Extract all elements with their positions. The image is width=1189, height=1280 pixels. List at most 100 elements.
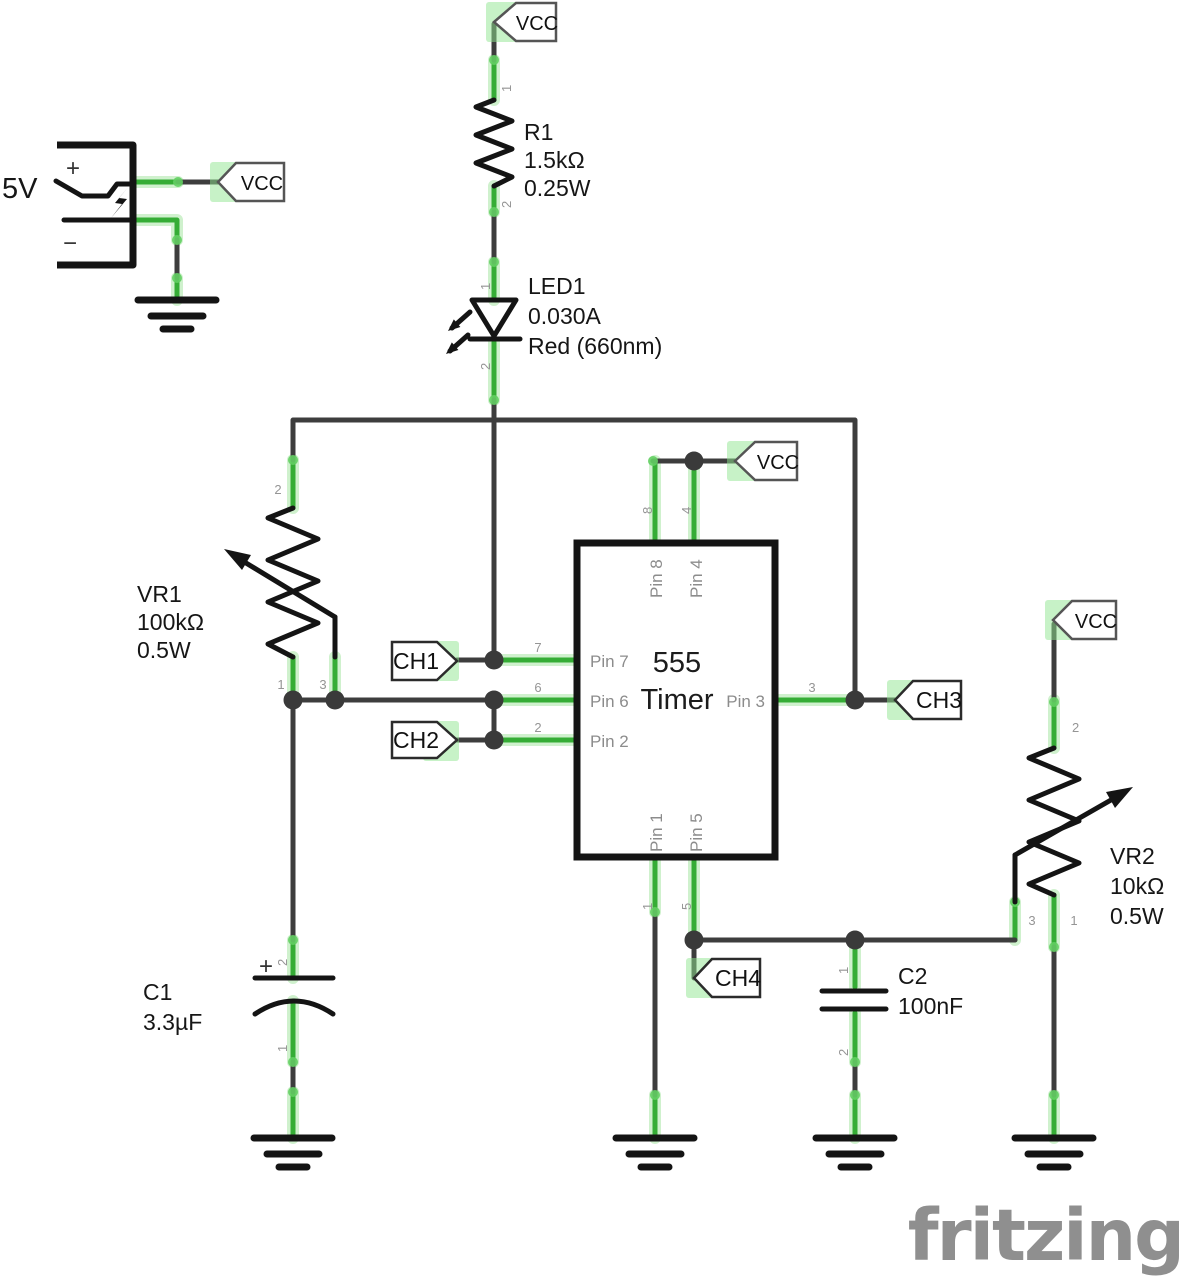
vr2-power: 0.5W <box>1110 903 1164 929</box>
vr2-pin3-number: 3 <box>1028 913 1035 928</box>
ground-symbol-c1[interactable] <box>250 1134 336 1171</box>
ic-pin1-label: Pin 1 <box>647 813 666 852</box>
power-source-frame <box>57 141 137 269</box>
r1-pin1-number: 1 <box>499 85 514 92</box>
vr1-power: 0.5W <box>137 637 191 663</box>
c1-designator: C1 <box>143 979 172 1005</box>
power-source-5v[interactable]: + − 5V <box>2 141 137 269</box>
r1-power: 0.25W <box>524 175 591 201</box>
vcc-flag-label: VCC <box>1075 611 1117 633</box>
ic-pin5-label: Pin 5 <box>687 813 706 852</box>
ic-stub5-number: 5 <box>679 903 694 910</box>
vcc-flag-battery[interactable]: VCC <box>210 161 286 203</box>
capacitor-c1[interactable]: + C1 3.3µF 2 1 <box>143 953 336 1052</box>
vr1-resistance: 100kΩ <box>137 609 204 635</box>
vr2-pin2-number: 2 <box>1072 720 1079 735</box>
vr1-pin3-number: 3 <box>319 677 326 692</box>
ic-pin4-label: Pin 4 <box>687 559 706 598</box>
led1-current: 0.030A <box>528 303 602 329</box>
ch3-flag-label: CH3 <box>916 687 962 713</box>
ic-pin6-label: Pin 6 <box>590 692 629 711</box>
ch4-flag-shape <box>692 957 762 999</box>
ic-stub8-number: 8 <box>640 507 655 514</box>
vcc-flag-shape <box>733 440 799 482</box>
vr1-zigzag <box>265 505 321 660</box>
led-arrow1-head <box>448 319 461 331</box>
power-plus-sign: + <box>66 155 80 182</box>
ground-symbol-c2[interactable] <box>812 1134 898 1171</box>
ic-pin7-label: Pin 7 <box>590 652 629 671</box>
vr2-resistance: 10kΩ <box>1110 873 1164 899</box>
ch4-flag[interactable]: CH4 <box>686 957 762 999</box>
vcc-flag-label: VCC <box>757 452 799 474</box>
vcc-flag-ic[interactable]: VCC <box>727 440 799 482</box>
vr1-designator: VR1 <box>137 581 182 607</box>
ch3-flag-shape <box>893 679 963 721</box>
vr2-wiper-line <box>1012 797 1114 858</box>
c1-pin2-number: 2 <box>275 959 290 966</box>
ch2-flag-label: CH2 <box>393 727 439 753</box>
resistor-r1[interactable]: R1 1.5kΩ 0.25W 1 2 <box>473 85 591 208</box>
ic-stub4-number: 4 <box>679 507 694 514</box>
vcc-flag-top[interactable]: VCC <box>486 1 558 43</box>
c1-curved-plate <box>252 998 336 1017</box>
ic-stub1-number: 1 <box>640 903 655 910</box>
power-minus-sign: − <box>63 230 77 257</box>
power-source-switch-arm <box>53 178 136 199</box>
capacitor-c2[interactable]: C2 100nF 1 2 <box>819 963 963 1056</box>
ground-symbol-vr2[interactable] <box>1011 1134 1097 1171</box>
power-source-label: 5V <box>2 173 38 205</box>
ch1-flag[interactable]: CH1 <box>390 640 459 682</box>
ic-body <box>573 539 779 861</box>
led-arrow2-head <box>446 342 459 354</box>
led1-designator: LED1 <box>528 273 586 299</box>
c2-capacitance: 100nF <box>898 993 963 1019</box>
r1-resistance: 1.5kΩ <box>524 147 585 173</box>
ic-stub7-number: 7 <box>534 640 541 655</box>
ic-title-line1: 555 <box>653 647 701 679</box>
ch2-flag[interactable]: CH2 <box>390 720 459 761</box>
c1-capacitance: 3.3µF <box>143 1009 202 1035</box>
vr2-pin1-number: 1 <box>1070 913 1077 928</box>
led-triangle <box>469 297 519 339</box>
potentiometer-vr1[interactable]: VR1 100kΩ 0.5W 2 1 3 <box>137 482 338 692</box>
net-wires[interactable] <box>133 57 1057 1141</box>
vcc-flag-vr2[interactable]: VCC <box>1045 599 1118 641</box>
fritzing-watermark: fritzing <box>908 1194 1183 1277</box>
led-led1[interactable]: LED1 0.030A Red (660nm) 1 2 <box>446 273 662 370</box>
ic-stub2-number: 2 <box>534 720 541 735</box>
lightning-bolt-icon <box>111 186 129 218</box>
vcc-flag-shape <box>492 1 558 43</box>
vr1-wiper-line <box>243 560 338 620</box>
vcc-flag-label: VCC <box>241 173 283 195</box>
ic-pin8-label: Pin 8 <box>647 559 666 598</box>
ic-stub6-number: 6 <box>534 680 541 695</box>
ground-symbol-ic[interactable] <box>612 1134 698 1171</box>
wire-junctions <box>283 451 865 950</box>
potentiometer-vr2[interactable]: VR2 10kΩ 0.5W 2 3 1 <box>1012 720 1164 929</box>
vcc-flag-label: VCC <box>516 13 558 35</box>
ch3-flag[interactable]: CH3 <box>887 679 963 721</box>
vr1-wiper-arrowhead <box>224 549 251 570</box>
ch2-flag-shape <box>390 720 459 760</box>
c2-pin2-number: 2 <box>836 1049 851 1056</box>
led1-pin1-number: 1 <box>478 283 493 290</box>
r1-pin2-number: 2 <box>499 201 514 208</box>
ground-symbol-battery[interactable] <box>134 296 220 333</box>
ch4-flag-label: CH4 <box>715 965 761 991</box>
vcc-flag-shape <box>1051 599 1118 641</box>
vr2-wiper-arrowhead <box>1106 787 1133 808</box>
vr1-pin1-number: 1 <box>277 677 284 692</box>
led1-pin2-number: 2 <box>478 363 493 370</box>
led1-color: Red (660nm) <box>528 333 662 359</box>
c1-pin1-number: 1 <box>275 1045 290 1052</box>
wire-endpoints <box>172 55 1059 1100</box>
c1-polarity-sign: + <box>259 953 273 980</box>
vr2-designator: VR2 <box>1110 843 1155 869</box>
ch1-flag-label: CH1 <box>393 648 439 674</box>
ic-555-timer[interactable]: 555 Timer Pin 7 Pin 6 Pin 2 Pin 3 Pin 8 … <box>534 507 815 910</box>
ic-title-line2: Timer <box>640 684 713 716</box>
vr1-pin2-number: 2 <box>274 482 281 497</box>
ic-pin2-label: Pin 2 <box>590 732 629 751</box>
